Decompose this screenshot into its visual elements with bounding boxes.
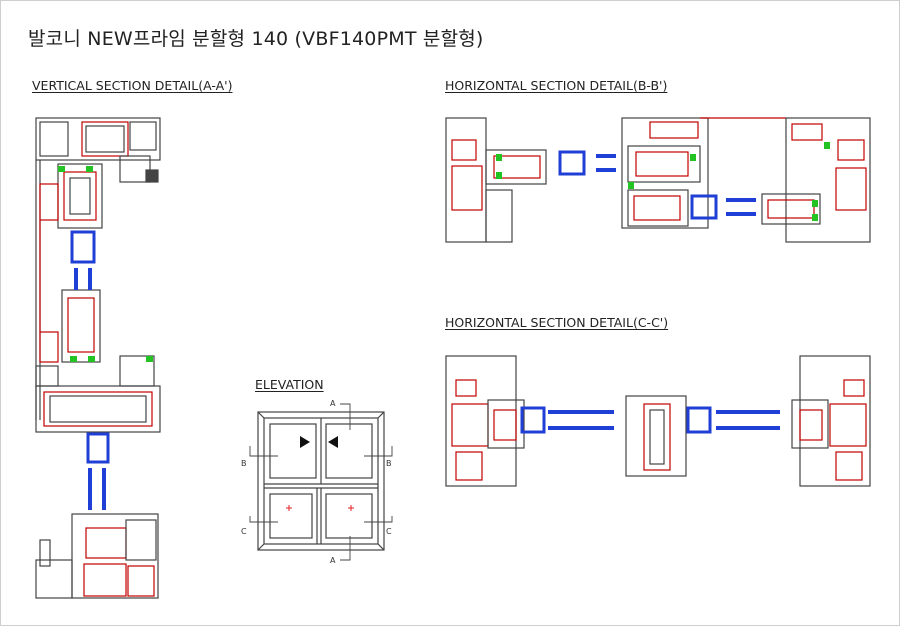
section-mark-c-left: C bbox=[241, 527, 247, 536]
elevation-sliding-arrows bbox=[300, 436, 338, 448]
horizontal-section-cc-glass bbox=[520, 406, 780, 434]
section-mark-b-right: B bbox=[386, 459, 392, 468]
vertical-section-drawing bbox=[35, 117, 161, 599]
elevation-drawing bbox=[257, 411, 385, 551]
horizontal-section-bb-drawing bbox=[445, 117, 871, 243]
page-title: 발코니 NEW프라임 분할형 140 (VBF140PMT 분할형) bbox=[28, 28, 484, 50]
elevation-fixed-marks bbox=[286, 505, 354, 511]
section-mark-c-right: C bbox=[386, 527, 392, 536]
vertical-section-gaskets bbox=[58, 166, 153, 362]
horizontal-section-cc-label: HORIZONTAL SECTION DETAIL(C-C') bbox=[445, 315, 669, 330]
horizontal-section-cc-drawing bbox=[445, 355, 871, 487]
horizontal-section-bb-glass bbox=[558, 150, 756, 220]
horizontal-section-bb-label: HORIZONTAL SECTION DETAIL(B-B') bbox=[445, 78, 668, 93]
elevation-section-cut-lines bbox=[249, 403, 393, 561]
section-mark-b-left: B bbox=[241, 459, 247, 468]
section-mark-a-bottom: A bbox=[330, 556, 336, 565]
section-mark-a-top: A bbox=[330, 399, 336, 408]
vertical-section-glass bbox=[70, 230, 110, 510]
elevation-label: ELEVATION bbox=[255, 377, 324, 392]
vertical-section-label: VERTICAL SECTION DETAIL(A-A') bbox=[32, 78, 233, 93]
elevation-section-letters: A A B B C C bbox=[241, 399, 392, 565]
horizontal-section-bb-gaskets bbox=[496, 142, 830, 221]
